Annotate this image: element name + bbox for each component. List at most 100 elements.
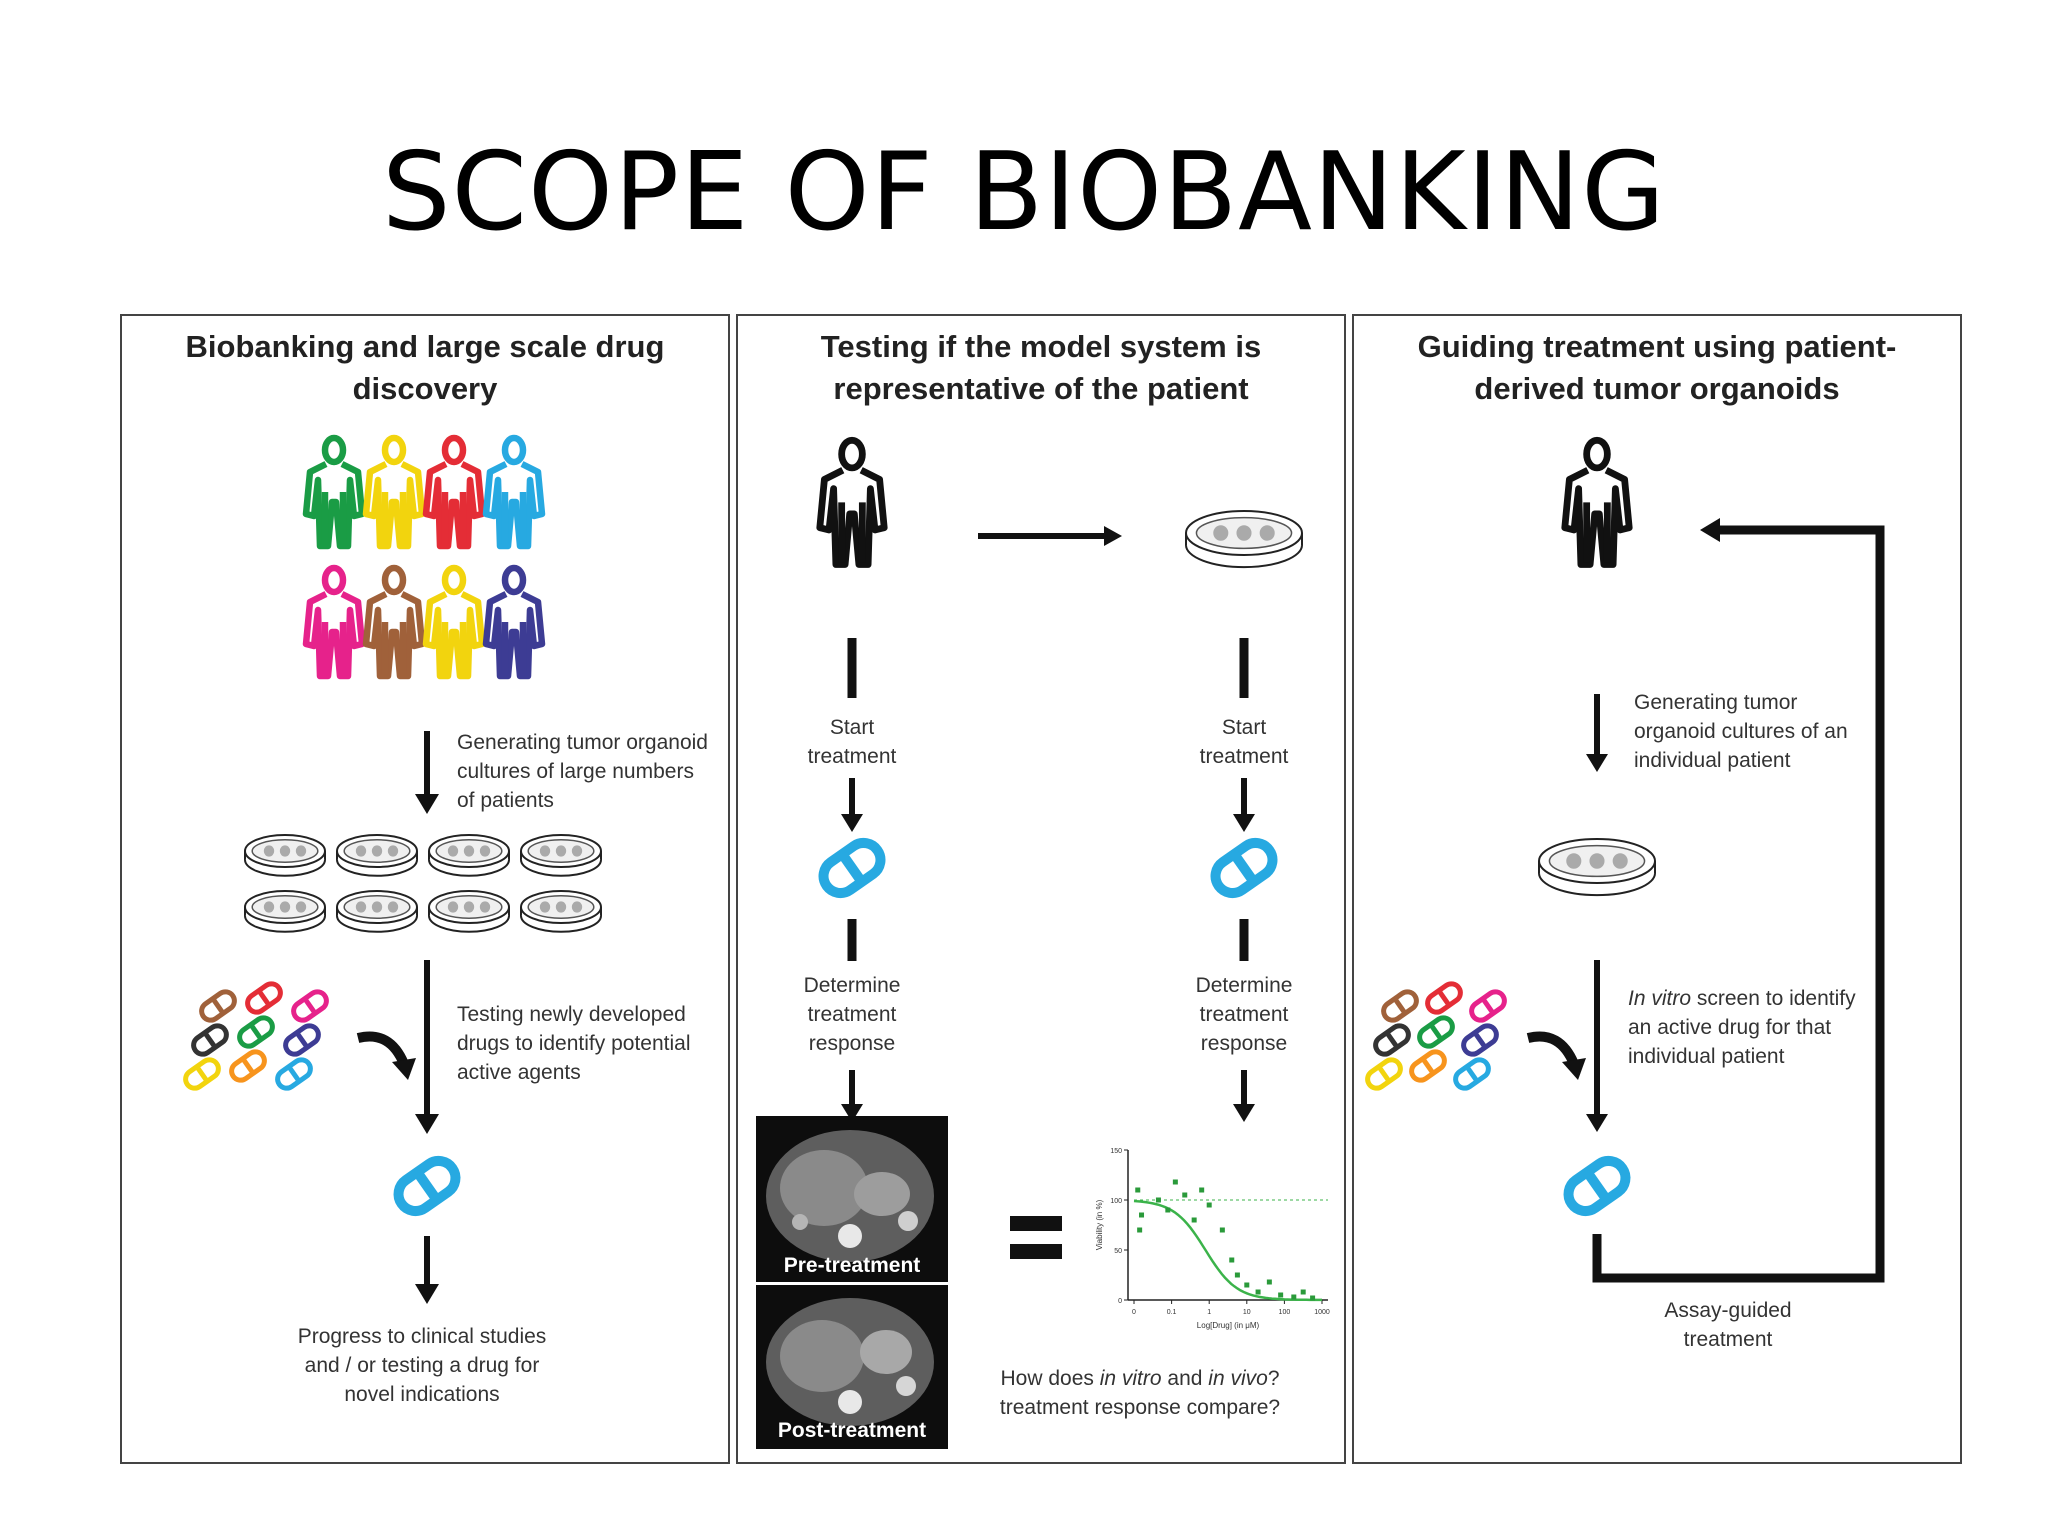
x-tick-label: 1000 [1314, 1309, 1330, 1316]
data-point [1199, 1187, 1205, 1193]
data-point [1182, 1192, 1188, 1198]
organoid-dish-grid [244, 834, 602, 933]
pill-icon [393, 1155, 461, 1217]
pill-icon [199, 989, 237, 1023]
comparison-question: How does in vitro and in vivo? treatment… [999, 1367, 1281, 1419]
curved-arrow-icon [356, 1031, 409, 1067]
curved-arrow-icon [1526, 1031, 1579, 1067]
panel-title: Guiding treatment using patient- derived… [1417, 329, 1897, 406]
petri-dish-icon [244, 834, 326, 877]
slide-title: SCOPE OF BIOBANKING [382, 130, 1666, 255]
panel1-graphics [183, 434, 602, 1304]
person-icon [816, 436, 888, 568]
petri-dish-icon [428, 890, 510, 933]
data-point [1244, 1282, 1250, 1288]
person-icon [302, 564, 366, 680]
x-axis-label: Log[Drug] (in μM) [1197, 1321, 1260, 1330]
data-point [1300, 1289, 1306, 1295]
pill-icon [818, 837, 886, 899]
person-icon [1561, 436, 1633, 568]
pill-icon [275, 1057, 313, 1091]
panel2-graphics: 150 100 50 0 0 0.1 1 10 100 1000 Viability (in %) L… [756, 436, 1330, 1449]
data-point [1219, 1227, 1225, 1233]
data-point [1266, 1279, 1272, 1285]
feedback-loop-arrow [1592, 525, 1885, 1283]
y-axis-label: Viability (in %) [1095, 1199, 1104, 1250]
y-tick-label: 100 [1110, 1198, 1122, 1205]
y-tick-label: 0 [1118, 1298, 1122, 1305]
x-tick-label: 100 [1279, 1309, 1291, 1316]
x-tick-label: 0.1 [1167, 1309, 1177, 1316]
data-point [1310, 1295, 1316, 1301]
pill-icon [1425, 981, 1463, 1015]
pill-icon [237, 1015, 275, 1049]
pill-icon [183, 1057, 221, 1091]
data-point [1234, 1272, 1240, 1278]
ct-scan-image [756, 1285, 948, 1449]
petri-dish-icon [244, 890, 326, 933]
data-point [1165, 1207, 1171, 1213]
person-icon [482, 564, 546, 680]
ct-scan-image [756, 1116, 948, 1285]
panel-model-representative: Testing if the model system is represent… [736, 314, 1346, 1464]
data-point [1291, 1294, 1297, 1300]
person-icon [302, 434, 366, 550]
fit-curve [1133, 1199, 1322, 1302]
y-tick-label: 150 [1110, 1148, 1122, 1155]
panel-biobanking-drug-discovery: Biobanking and large scale drug discover… [120, 314, 730, 1464]
pill-icon [1461, 1023, 1499, 1057]
pill-icon [191, 1023, 229, 1057]
petri-dish-icon [336, 834, 418, 877]
pill-icon [1210, 837, 1278, 899]
pill-icon [1373, 1023, 1411, 1057]
y-tick-label: 50 [1114, 1248, 1122, 1255]
pill-icon [1381, 989, 1419, 1023]
data-point [1206, 1202, 1212, 1208]
data-point [1255, 1289, 1261, 1295]
person-icon [482, 434, 546, 550]
data-point [1229, 1257, 1235, 1263]
x-tick-label: 10 [1243, 1309, 1251, 1316]
person-icon [422, 434, 486, 550]
data-point [1191, 1217, 1197, 1223]
panel-guiding-treatment: Guiding treatment using patient- derived… [1352, 314, 1962, 1464]
scan-label-post: Post-treatment [777, 1419, 927, 1442]
petri-dish-icon [1185, 510, 1303, 569]
pill-icon [1417, 1015, 1455, 1049]
petri-dish-icon [336, 890, 418, 933]
pill-icon [229, 1049, 267, 1083]
petri-dish-icon [520, 890, 602, 933]
data-point [1278, 1292, 1284, 1298]
pill-icon [1563, 1155, 1631, 1217]
petri-dish-icon [520, 834, 602, 877]
panel3-graphics [1365, 436, 1885, 1283]
panel-title: Biobanking and large scale drug discover… [185, 329, 665, 406]
pill-icon [291, 989, 329, 1023]
pill-icon [1409, 1049, 1447, 1083]
panel-title: Testing if the model system is represent… [820, 329, 1262, 406]
x-tick-label: 1 [1207, 1309, 1211, 1316]
patient-group [302, 434, 546, 680]
data-point [1172, 1179, 1178, 1185]
x-tick-label: 0 [1132, 1309, 1136, 1316]
pill-icon [1469, 989, 1507, 1023]
person-icon [422, 564, 486, 680]
data-point [1139, 1212, 1145, 1218]
step-in-vitro-screen: In vitro screen to identify an active dr… [1628, 987, 1856, 1068]
arrowheads [415, 794, 439, 1304]
petri-dish-icon [1538, 838, 1656, 897]
pill-icon [1365, 1057, 1403, 1091]
drug-library [183, 981, 461, 1217]
data-point [1155, 1197, 1161, 1203]
pill-icon [283, 1023, 321, 1057]
scan-label-pre: Pre-treatment [783, 1254, 921, 1277]
